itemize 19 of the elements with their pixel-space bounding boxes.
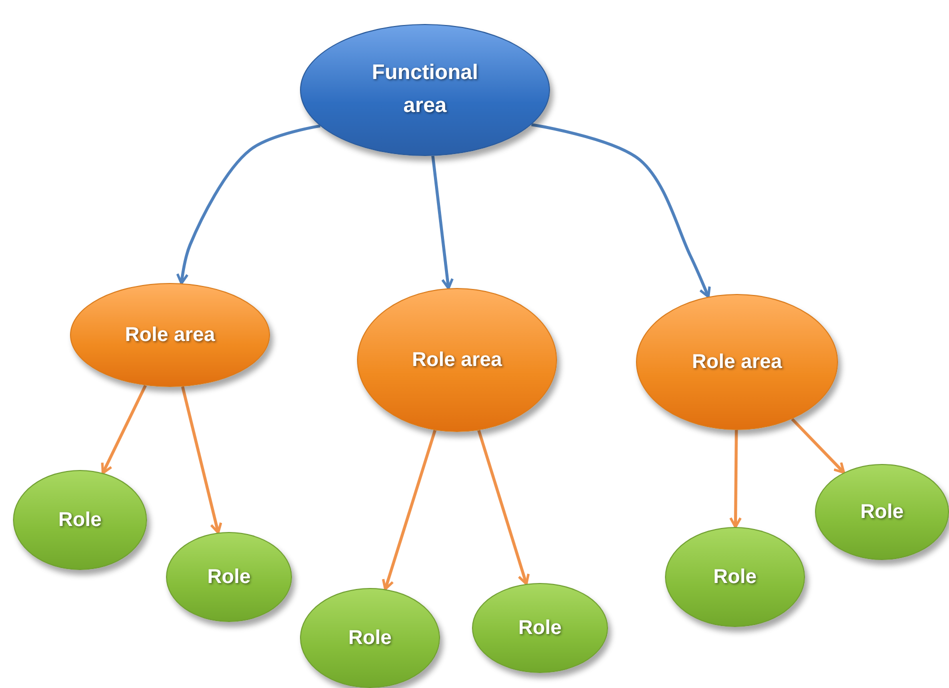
arrow: [477, 430, 530, 586]
arrow: [531, 123, 711, 298]
arrow: [176, 124, 320, 285]
arrow: [791, 418, 846, 474]
arrow: [382, 430, 436, 590]
node-label: Role area: [692, 350, 782, 374]
node-label: Functional area: [370, 60, 480, 119]
node-label: Role area: [124, 322, 216, 348]
node-label: Role: [713, 564, 757, 590]
node-label: Role area: [412, 348, 502, 372]
node-label: Role: [860, 500, 904, 524]
node-label: Role: [348, 626, 392, 650]
arrow: [101, 384, 147, 474]
arrow: [181, 386, 222, 534]
node-label: Role: [58, 508, 102, 532]
arrow: [729, 430, 742, 528]
arrow: [431, 156, 454, 290]
node-label: Role: [518, 616, 562, 640]
node-label: Role: [207, 564, 251, 590]
